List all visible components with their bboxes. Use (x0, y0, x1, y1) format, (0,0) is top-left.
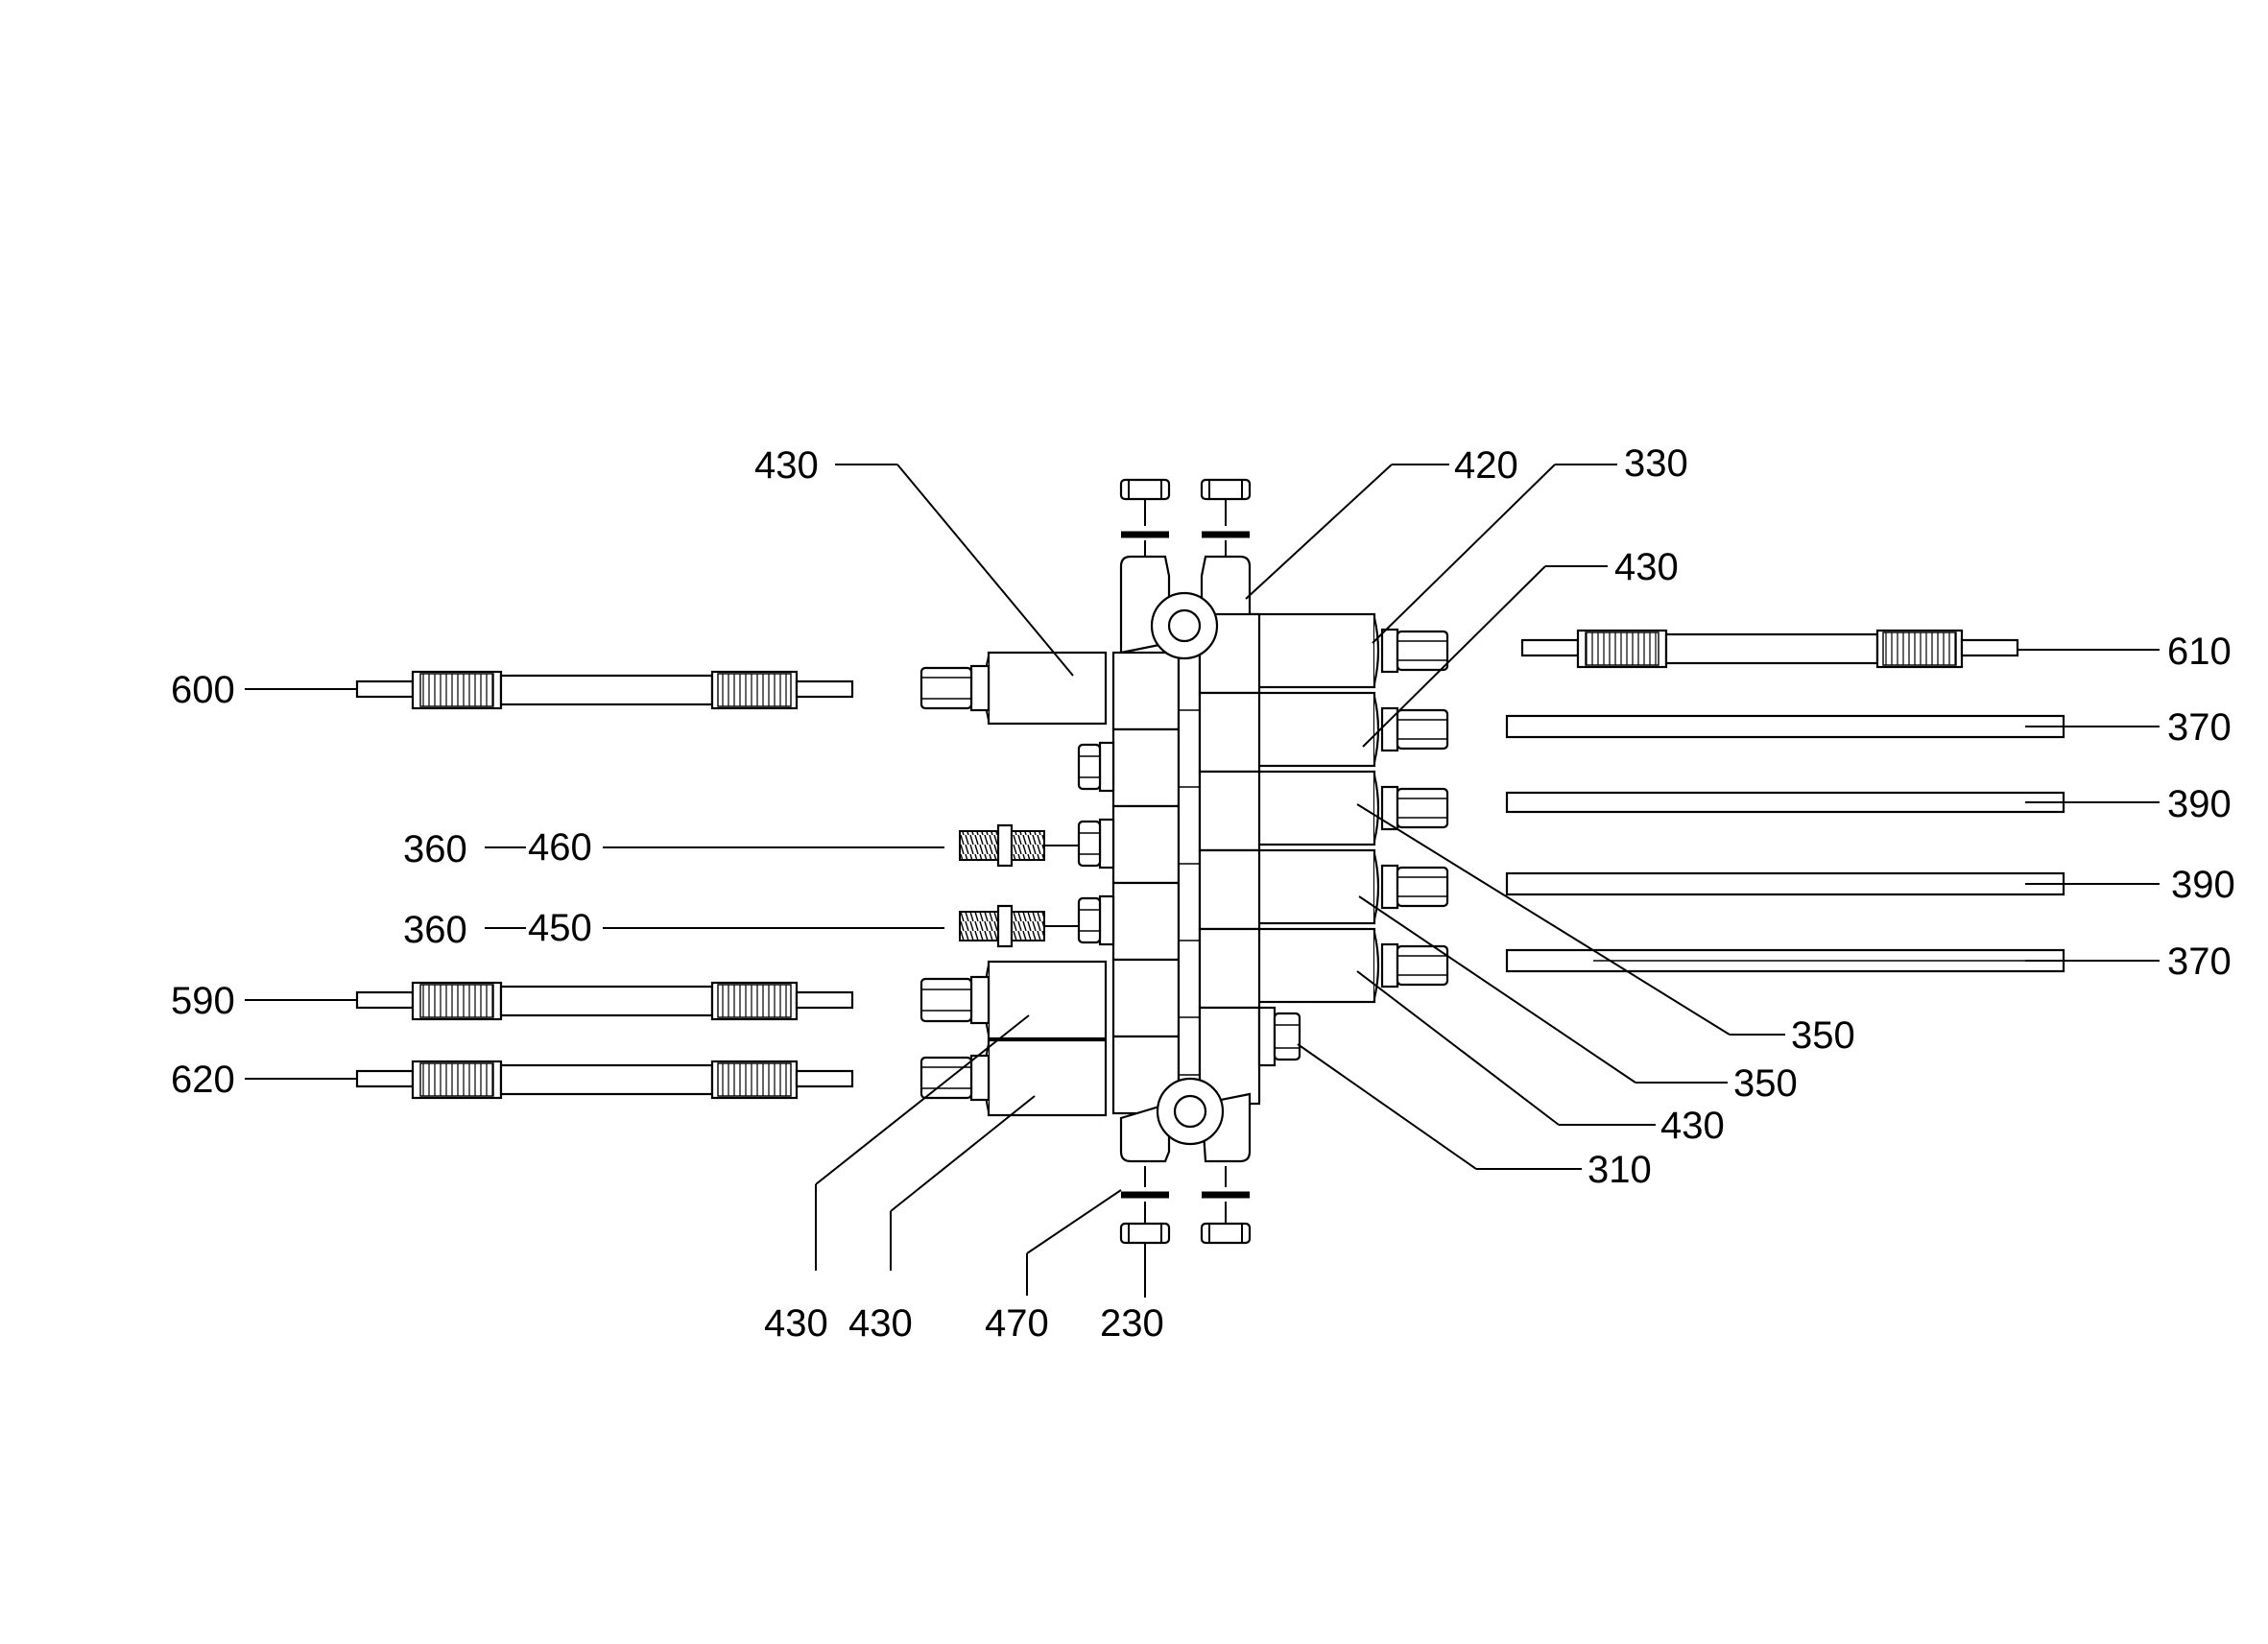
left-valve-body-lower-2 (919, 1038, 1108, 1117)
hose-590 (355, 981, 854, 1021)
label-430-top: 430 (754, 444, 819, 487)
label-370-lower: 370 (2167, 941, 2232, 983)
label-370-upper: 370 (2167, 706, 2232, 749)
label-310: 310 (1588, 1149, 1652, 1191)
left-valve-body-lower-1 (919, 960, 1108, 1040)
hose-600 (355, 670, 854, 710)
tube-390-a (1505, 791, 2065, 814)
label-460: 460 (528, 826, 592, 869)
top-bolt-ring (1150, 591, 1219, 660)
label-360-upper: 360 (403, 828, 467, 870)
bottom-bolt-ring (1156, 1077, 1225, 1146)
label-430-right-lower: 430 (1660, 1105, 1725, 1147)
nipple-450 (959, 904, 1079, 948)
label-430-bottom-2: 430 (848, 1302, 913, 1345)
label-470: 470 (985, 1302, 1049, 1345)
label-330: 330 (1624, 442, 1688, 485)
label-360-lower: 360 (403, 909, 467, 951)
manifold-left-stack (1111, 555, 1181, 1163)
tube-370-b (1505, 948, 2065, 973)
hose-610 (1520, 629, 2019, 669)
right-valve-bodies (1246, 612, 1449, 1004)
label-600: 600 (171, 669, 235, 711)
manifold-center-strip (1177, 631, 1202, 1115)
bottom-bolt-right (1200, 1166, 1252, 1245)
label-430-bottom-1: 430 (764, 1302, 828, 1345)
label-230: 230 (1100, 1302, 1164, 1345)
left-valve-body-top (919, 651, 1108, 726)
nipple-460 (959, 823, 1079, 868)
top-bolt-left (1119, 478, 1171, 561)
tube-390-b (1505, 871, 2065, 896)
top-bolt-right (1200, 478, 1252, 561)
tube-370-a (1505, 714, 2065, 739)
label-590: 590 (171, 980, 235, 1022)
label-350-upper: 350 (1791, 1014, 1855, 1057)
label-390-lower: 390 (2171, 864, 2235, 906)
label-350-lower: 350 (1733, 1062, 1798, 1105)
fitting-310 (1257, 1006, 1301, 1067)
label-420: 420 (1454, 444, 1518, 487)
reference-labels: 430 420 330 430 610 600 370 390 360 460 … (171, 442, 2235, 1345)
bottom-bolt-left (1119, 1166, 1171, 1245)
label-390-upper: 390 (2167, 783, 2232, 825)
label-450: 450 (528, 907, 592, 949)
label-620: 620 (171, 1059, 235, 1101)
left-stack-fittings (1077, 741, 1115, 946)
label-610: 610 (2167, 631, 2232, 673)
hose-620 (355, 1060, 854, 1100)
leader-lines (245, 464, 2160, 1298)
label-430-right-upper: 430 (1614, 546, 1679, 588)
